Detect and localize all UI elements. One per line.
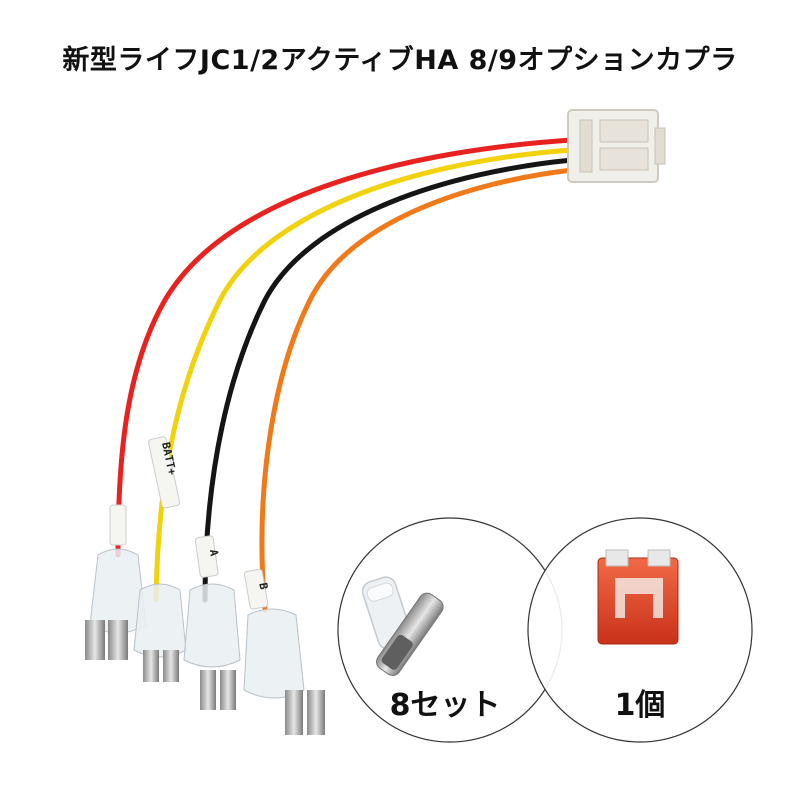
black-wire — [202, 157, 575, 603]
product-title: 新型ライフJC1/2アクティブHA 8/9オプションカプラ — [62, 45, 738, 76]
spade-terminal-red — [85, 548, 147, 660]
orange-wire — [259, 167, 575, 613]
spade-terminal-orange — [243, 608, 325, 735]
b-label: B — [256, 582, 270, 591]
coupler-connector — [567, 109, 666, 183]
spade-terminal-yellow — [133, 583, 187, 682]
yellow-wire — [153, 147, 575, 603]
marker-tube-yellow: BATT+ — [148, 436, 181, 509]
marker-tube-black: A — [194, 535, 221, 578]
marker-tube-orange: B — [243, 568, 270, 610]
red-wire — [115, 137, 575, 558]
terminal-set-caption: 8セット — [389, 688, 501, 723]
spade-terminal-black — [183, 583, 241, 710]
mini-fuse — [597, 549, 679, 645]
marker-tube-red — [109, 504, 127, 546]
bullet-terminal — [376, 592, 444, 676]
wire-bundle — [115, 137, 575, 613]
fuse-count-caption: 1個 — [614, 688, 666, 723]
a-label: A — [207, 549, 221, 558]
